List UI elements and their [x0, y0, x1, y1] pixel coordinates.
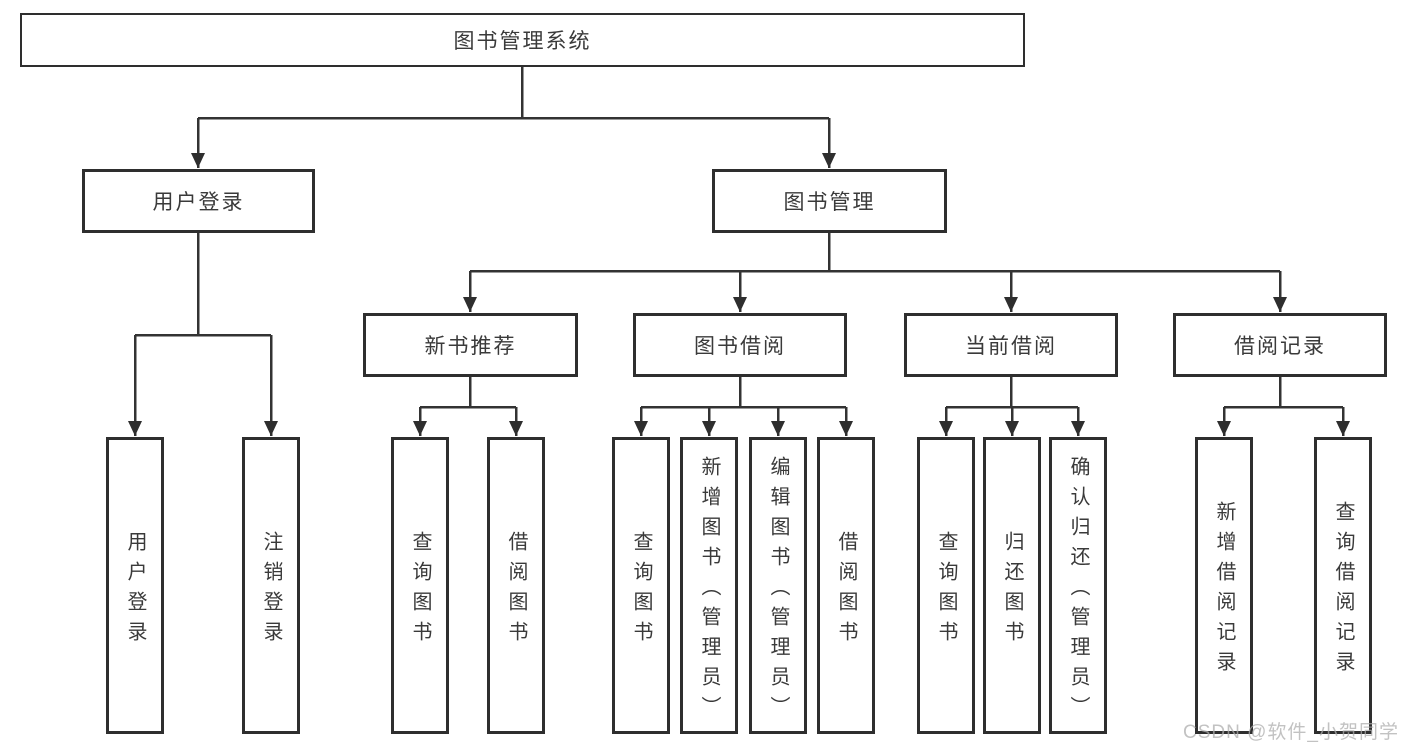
node-leaf-add-book-admin: 新增图书（管理员）: [680, 437, 738, 734]
node-book-mgmt: 图书管理: [712, 169, 947, 233]
node-leaf-query-books-3: 查询图书: [917, 437, 975, 734]
node-root-label: 图书管理系统: [453, 30, 592, 53]
connector-book-mgmt-split: [470, 233, 1280, 273]
node-leaf-edit-book-admin: 编辑图书（管理员）: [749, 437, 807, 734]
node-leaf-query-borrow-record-label: 查询借阅记录: [1332, 500, 1354, 681]
node-borrow-records-label: 借阅记录: [1234, 335, 1326, 358]
node-leaf-return-book-label: 归还图书: [1001, 530, 1023, 651]
node-leaf-user-login: 用户登录: [106, 437, 164, 734]
node-leaf-confirm-return-admin: 确认归还（管理员）: [1049, 437, 1107, 734]
node-book-mgmt-label: 图书管理: [783, 191, 876, 214]
node-leaf-return-book: 归还图书: [983, 437, 1041, 734]
connector-current-borrow-split: [946, 377, 1078, 409]
node-leaf-logout-label: 注销登录: [260, 530, 282, 651]
node-leaf-add-borrow-record: 新增借阅记录: [1195, 437, 1253, 734]
connector-user-login-split: [135, 233, 271, 337]
node-leaf-query-books-1-label: 查询图书: [409, 530, 431, 651]
node-leaf-user-login-label: 用户登录: [124, 530, 146, 651]
node-leaf-query-books-1: 查询图书: [391, 437, 449, 734]
connector-book-borrow-split: [641, 377, 846, 409]
node-current-borrow-label: 当前借阅: [965, 335, 1057, 358]
csdn-watermark: CSDN @软件_小贺同学: [1183, 722, 1399, 743]
connector-new-book-split: [420, 377, 516, 409]
node-leaf-borrow-books-2: 借阅图书: [817, 437, 875, 734]
node-leaf-borrow-books-1-label: 借阅图书: [505, 530, 527, 651]
node-leaf-add-book-admin-label: 新增图书（管理员）: [698, 455, 720, 726]
node-new-book-recommend: 新书推荐: [363, 313, 578, 377]
node-leaf-query-books-2-label: 查询图书: [630, 530, 652, 651]
node-user-login-label: 用户登录: [152, 191, 245, 214]
node-user-login: 用户登录: [82, 169, 315, 233]
node-leaf-add-borrow-record-label: 新增借阅记录: [1213, 500, 1235, 681]
connector-root-split: [198, 67, 829, 120]
node-leaf-borrow-books-1: 借阅图书: [487, 437, 545, 734]
node-book-borrow-label: 图书借阅: [694, 335, 786, 358]
connector-borrow-records-split: [1224, 377, 1343, 409]
node-leaf-query-books-3-label: 查询图书: [935, 530, 957, 651]
node-leaf-borrow-books-2-label: 借阅图书: [835, 530, 857, 651]
node-current-borrow: 当前借阅: [904, 313, 1118, 377]
node-leaf-query-borrow-record: 查询借阅记录: [1314, 437, 1372, 734]
node-root: 图书管理系统: [20, 13, 1025, 67]
node-new-book-recommend-label: 新书推荐: [424, 335, 517, 358]
node-leaf-confirm-return-admin-label: 确认归还（管理员）: [1067, 455, 1089, 726]
node-leaf-query-books-2: 查询图书: [612, 437, 670, 734]
node-book-borrow: 图书借阅: [633, 313, 847, 377]
node-leaf-logout: 注销登录: [242, 437, 300, 734]
node-borrow-records: 借阅记录: [1173, 313, 1387, 377]
node-leaf-edit-book-admin-label: 编辑图书（管理员）: [767, 455, 789, 726]
